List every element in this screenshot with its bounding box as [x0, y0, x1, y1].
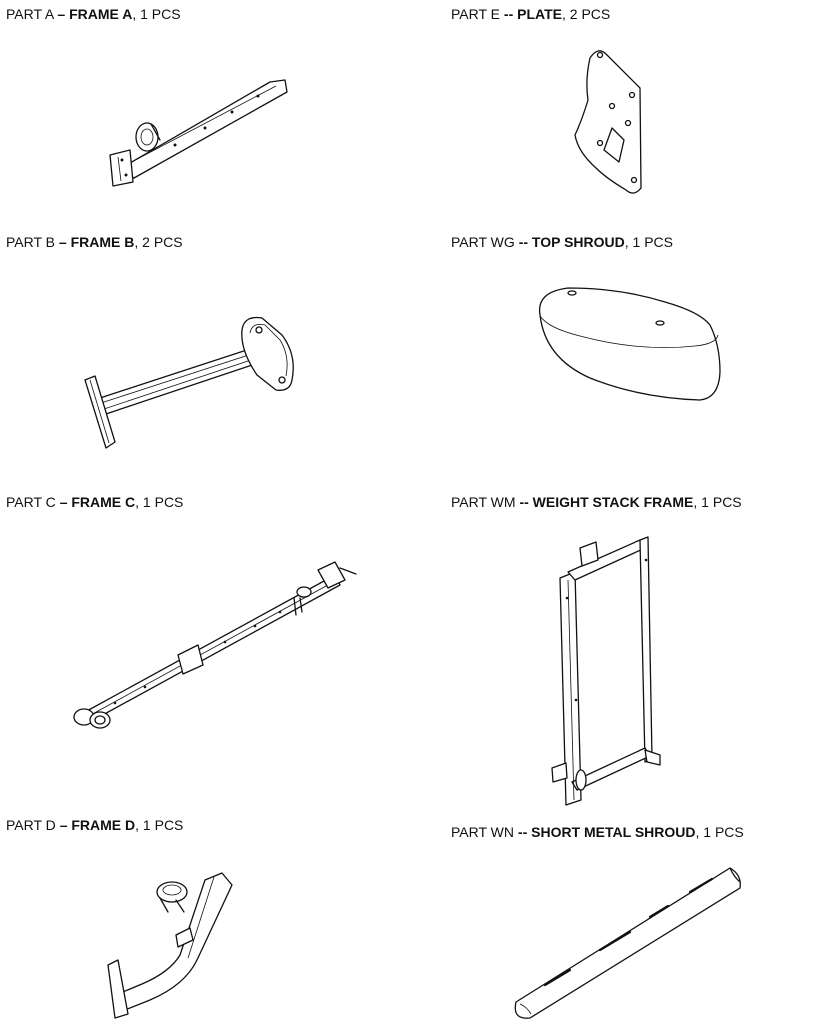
part-d-label: PART D – FRAME D, 1 PCS	[6, 817, 184, 833]
short-metal-shroud-drawing	[505, 858, 750, 1023]
frame-a-drawing	[100, 70, 300, 190]
part-e-label: PART E -- PLATE, 2 PCS	[451, 6, 611, 22]
part-wg-label: PART WG -- TOP SHROUD, 1 PCS	[451, 234, 673, 250]
part-c-label: PART C – FRAME C, 1 PCS	[6, 494, 184, 510]
part-wm-label: PART WM -- WEIGHT STACK FRAME, 1 PCS	[451, 494, 742, 510]
frame-b-drawing	[75, 305, 305, 460]
weight-stack-frame-drawing	[545, 525, 665, 810]
part-b-label: PART B – FRAME B, 2 PCS	[6, 234, 183, 250]
plate-drawing	[560, 45, 660, 200]
top-shroud-drawing	[535, 280, 725, 405]
frame-d-drawing	[100, 855, 240, 1020]
frame-c-drawing	[70, 555, 365, 735]
part-a-label: PART A – FRAME A, 1 PCS	[6, 6, 181, 22]
part-wn-label: PART WN -- SHORT METAL SHROUD, 1 PCS	[451, 824, 744, 840]
